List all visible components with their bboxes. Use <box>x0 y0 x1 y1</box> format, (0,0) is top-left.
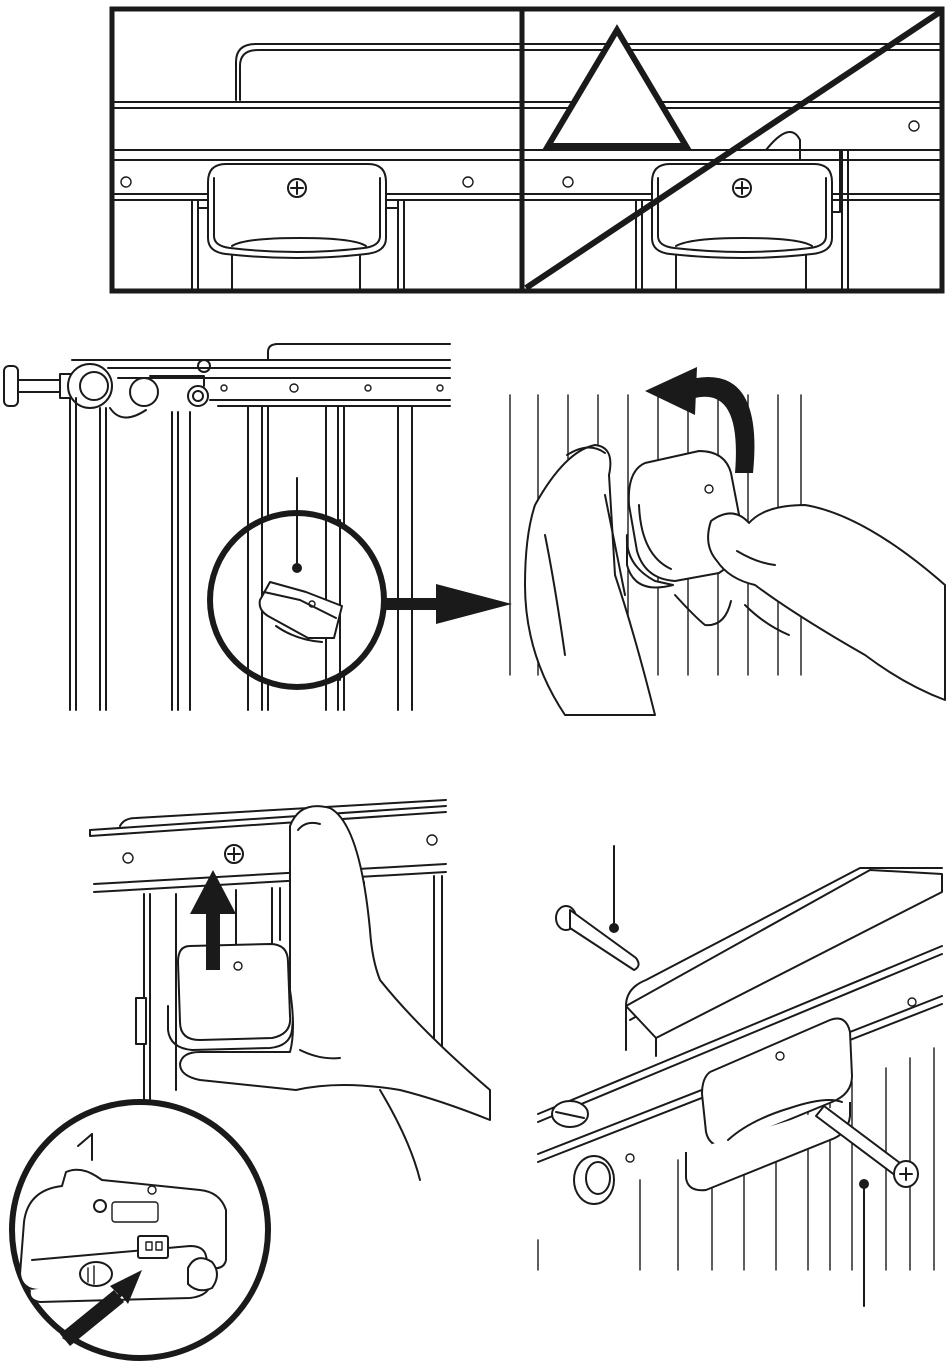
right-hand <box>675 505 945 700</box>
gate-detail-panel <box>0 330 520 720</box>
arrow-right-icon <box>386 584 512 624</box>
mounting-comparison-panel <box>0 0 950 300</box>
slide-clip-panel <box>0 790 510 1370</box>
safety-clip <box>168 944 294 1050</box>
fasten-clip-panel <box>530 840 950 1310</box>
incorrect-mounting-view <box>524 12 940 289</box>
warning-triangle-icon <box>548 30 686 146</box>
safety-clip <box>686 1019 852 1191</box>
pin <box>556 906 639 970</box>
rotate-clip-panel <box>505 355 950 720</box>
correct-mounting-view <box>114 44 520 289</box>
release-button-magnifier <box>12 1102 268 1358</box>
pressure-knob <box>4 366 72 406</box>
screw <box>816 1106 918 1187</box>
detail-magnifier <box>210 478 384 687</box>
